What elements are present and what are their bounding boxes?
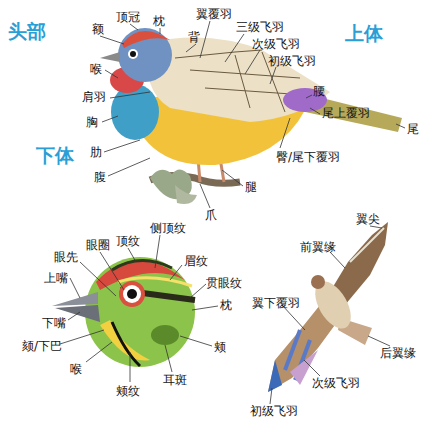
part-label: 初级飞羽 — [268, 54, 316, 68]
part-label: 顶冠 — [116, 10, 140, 24]
part-label: 枕 — [153, 14, 165, 28]
part-label: 背 — [188, 30, 200, 44]
part-label: 翼覆羽 — [196, 7, 232, 21]
part-label: 颏/下巴 — [22, 339, 62, 353]
part-label: 额 — [92, 22, 104, 36]
part-label: 翼下覆羽 — [252, 296, 300, 310]
part-label: 喉 — [90, 62, 102, 76]
part-label: 翼尖 — [356, 212, 380, 226]
part-label: 腿 — [245, 180, 257, 194]
part-label: 爪 — [205, 208, 217, 222]
part-label: 三级飞羽 — [236, 20, 284, 34]
part-label: 下嘴 — [42, 316, 66, 330]
part-label: 颊纹 — [116, 384, 140, 398]
part-label: 顶纹 — [116, 234, 140, 248]
part-label: 臀/尾下覆羽 — [276, 150, 340, 164]
part-label: 眼先 — [54, 250, 78, 264]
part-label: 次级飞羽 — [252, 37, 300, 51]
part-label: 肩羽 — [82, 90, 106, 104]
part-label: 眼圈 — [86, 238, 110, 252]
leader-lines — [60, 21, 405, 404]
part-label: 初级飞羽 — [250, 404, 298, 418]
part-label: 尾 — [407, 122, 419, 136]
part-label: 腰 — [313, 84, 325, 98]
part-label: 耳斑 — [163, 373, 187, 387]
part-label: 眉纹 — [184, 254, 208, 268]
part-label: 上嘴 — [44, 271, 68, 285]
part-label: 侧顶纹 — [150, 221, 186, 235]
part-label: 喉 — [70, 362, 82, 376]
section-heading: 头部 — [8, 20, 46, 42]
head-detail — [52, 257, 195, 367]
part-label: 次级飞羽 — [312, 376, 360, 390]
part-label: 肋 — [90, 145, 102, 159]
section-heading: 上体 — [345, 22, 383, 44]
part-label: 腹 — [94, 170, 106, 184]
perched-bird — [100, 28, 402, 204]
part-label: 胸 — [86, 115, 98, 129]
part-label: 前翼缘 — [300, 240, 336, 254]
part-label: 尾上覆羽 — [322, 106, 370, 120]
section-heading: 下体 — [36, 144, 74, 166]
part-label: 后翼缘 — [380, 346, 416, 360]
part-label: 颊 — [214, 340, 226, 354]
part-label: 枕 — [220, 298, 232, 312]
part-label: 贯眼纹 — [206, 276, 242, 290]
